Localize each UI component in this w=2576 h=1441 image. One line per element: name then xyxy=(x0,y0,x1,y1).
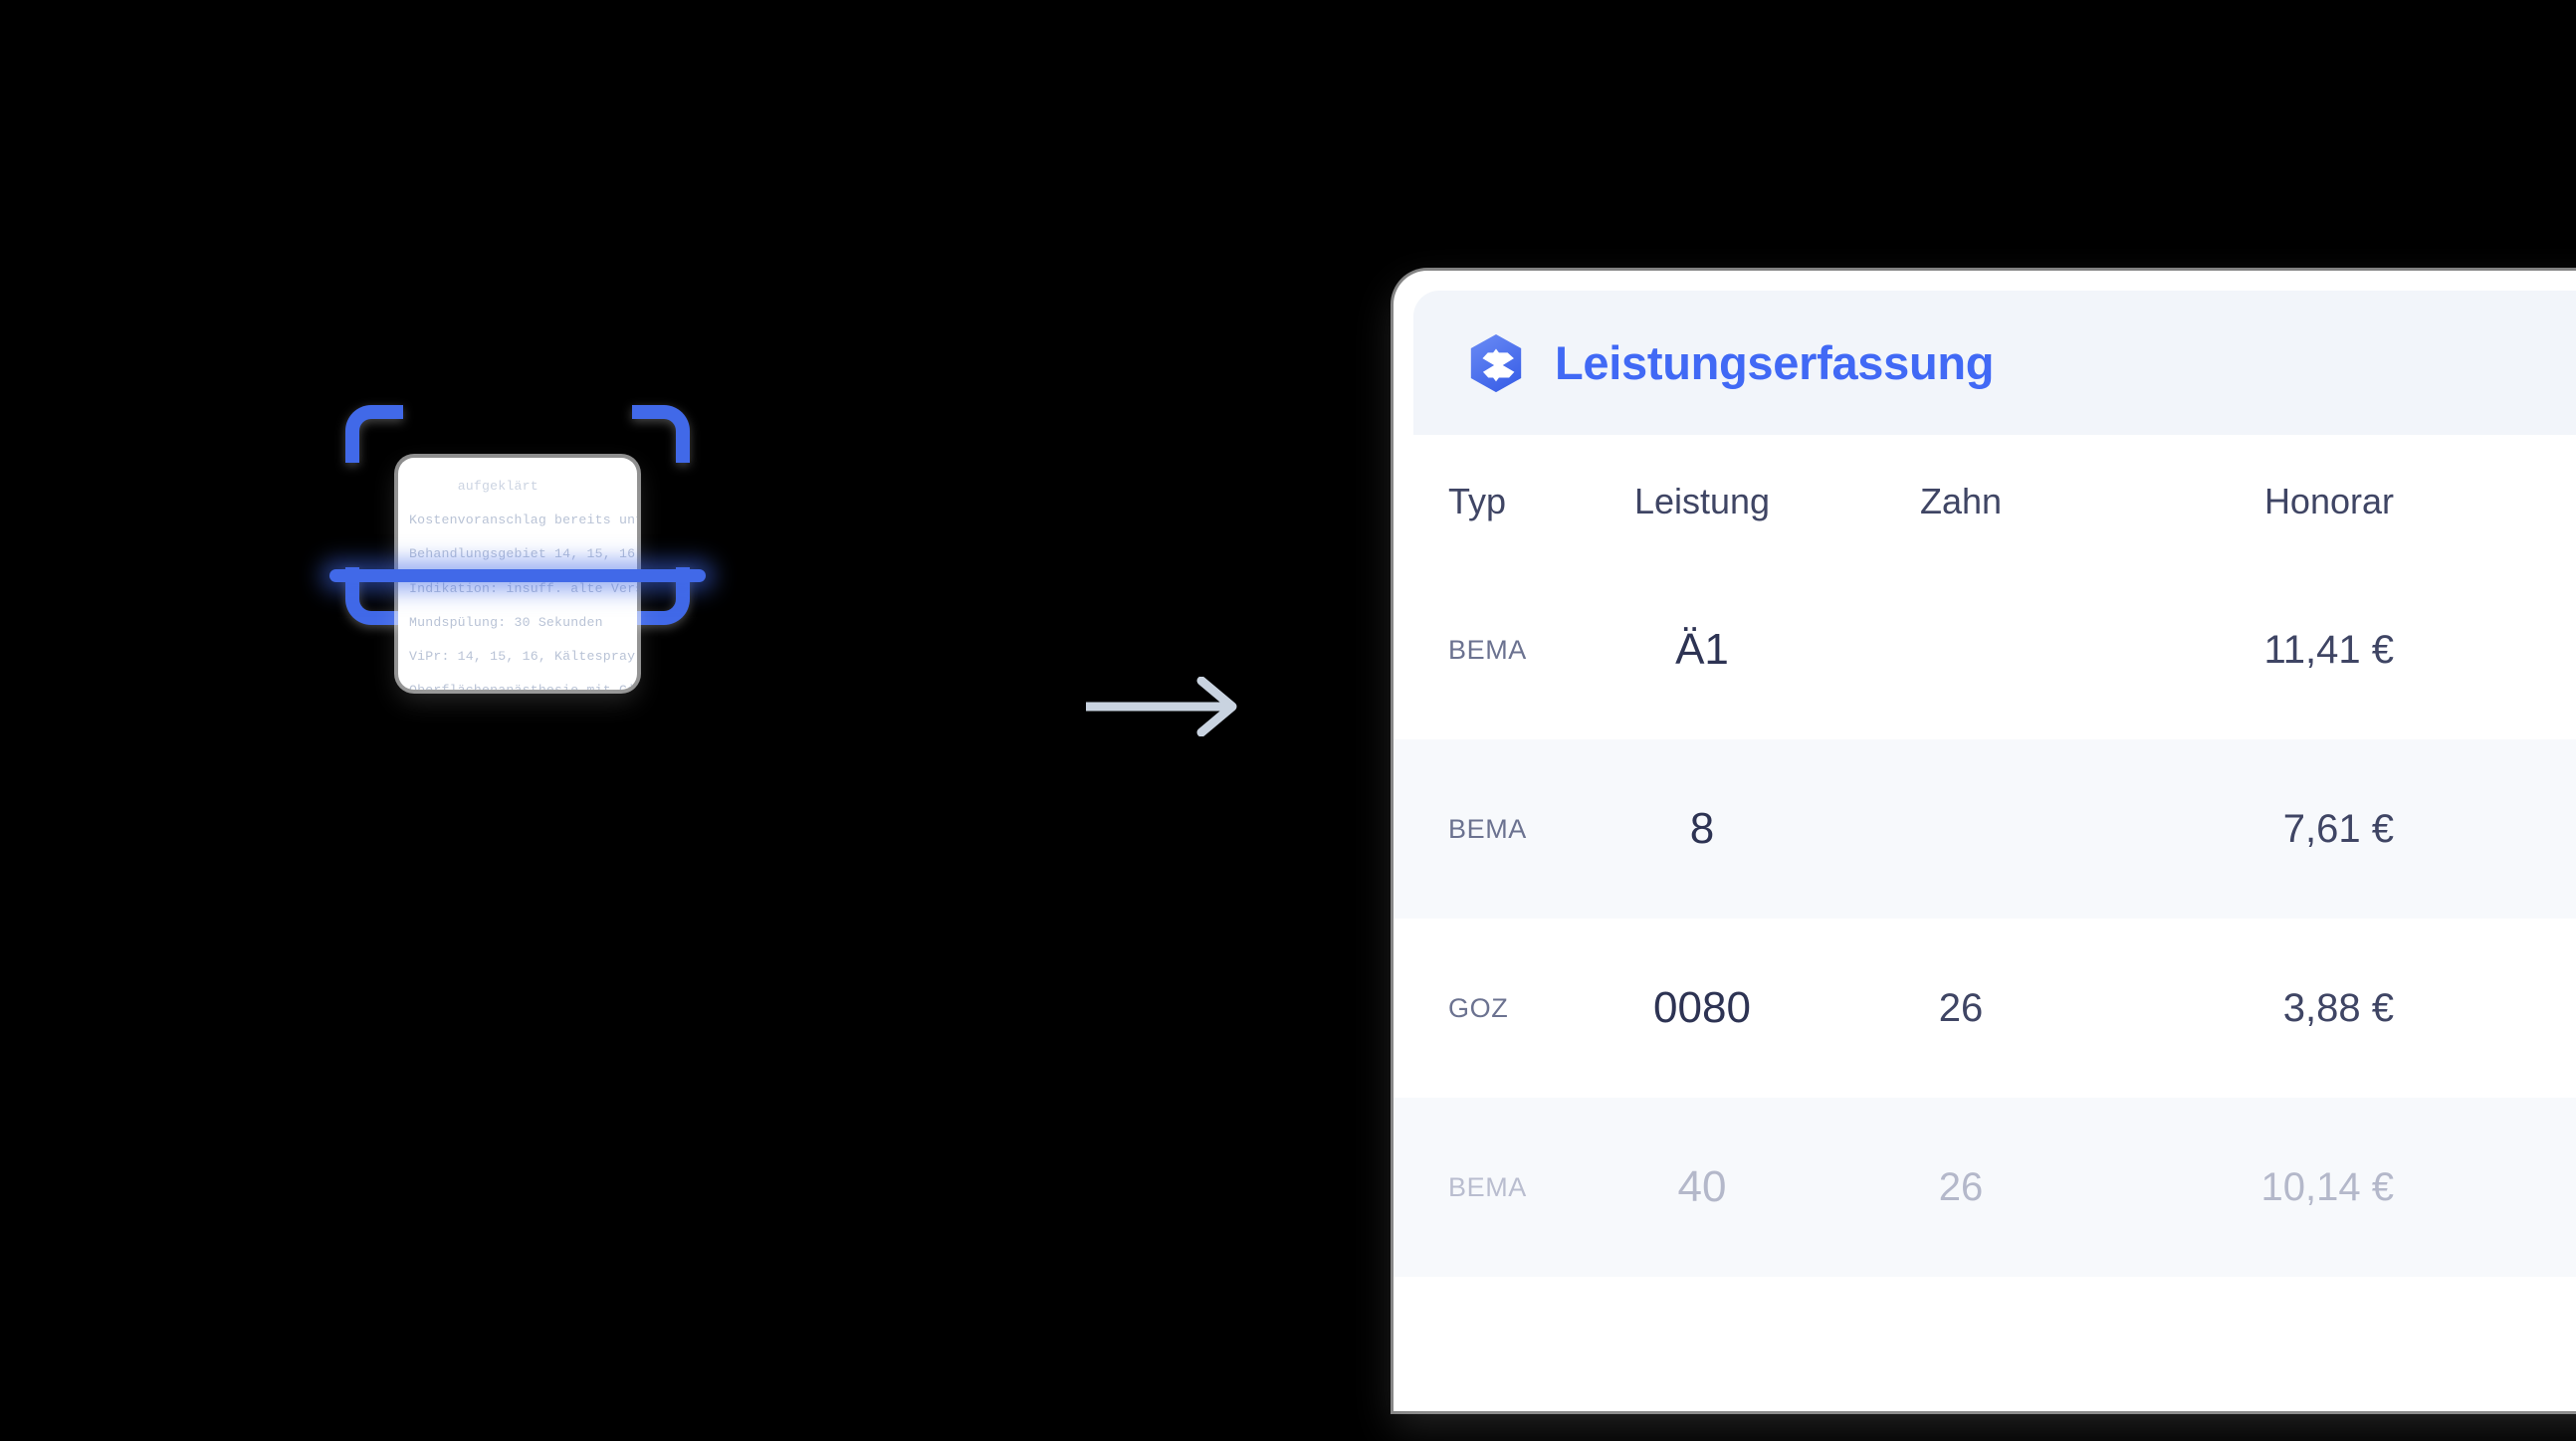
cell-zahn xyxy=(1846,739,2075,919)
column-header-zahn: Zahn xyxy=(1919,481,2003,521)
column-header-spacer xyxy=(2394,435,2576,560)
cell-zahn xyxy=(1846,560,2075,739)
cell-typ: BEMA xyxy=(1448,813,1527,844)
column-header-honorar: Honorar xyxy=(2263,481,2394,521)
table-header-row: Typ Leistung Zahn Honorar xyxy=(1394,435,2576,560)
page-title: Leistungserfassung xyxy=(1555,336,1995,389)
cell-spacer xyxy=(2394,560,2576,739)
cell-honorar: 3,88 € xyxy=(2282,985,2394,1030)
table-header: Typ Leistung Zahn Honorar xyxy=(1394,435,2576,560)
table-row[interactable]: BEMA Ä1 11,41 € xyxy=(1394,560,2576,739)
doc-line: Behandlungsgebiet 14, 15, 16, xyxy=(409,546,637,562)
cell-spacer xyxy=(2394,739,2576,919)
scan-line xyxy=(329,569,706,582)
cell-honorar: 11,41 € xyxy=(2263,627,2395,672)
card-header: Leistungserfassung xyxy=(1413,291,2576,435)
arrow-right-icon xyxy=(1086,677,1237,736)
table-body: BEMA Ä1 11,41 € BEMA 8 7,61 € GOZ 0080 2… xyxy=(1394,560,2576,1277)
services-table: Typ Leistung Zahn Honorar BEMA Ä1 11,41 … xyxy=(1394,435,2576,1277)
column-header-typ: Typ xyxy=(1448,481,1507,521)
scan-corner-top-left xyxy=(345,405,403,463)
cell-honorar: 10,14 € xyxy=(2260,1164,2394,1209)
cell-leistung: Ä1 xyxy=(1675,625,1729,674)
cell-spacer xyxy=(2394,919,2576,1098)
cell-honorar: 7,61 € xyxy=(2282,806,2394,851)
table-row[interactable]: BEMA 40 26 10,14 € xyxy=(1394,1098,2576,1277)
leistungserfassung-card: Leistungserfassung Typ Leistung Zahn Hon… xyxy=(1394,271,2576,1411)
doc-line: Indikation: insuff. alte Verso xyxy=(409,580,637,596)
doc-line: aufgeklärt xyxy=(457,479,538,495)
scan-corner-top-right xyxy=(632,405,690,463)
cell-leistung: 0080 xyxy=(1653,983,1751,1032)
cell-spacer xyxy=(2394,1098,2576,1277)
cell-typ: BEMA xyxy=(1448,634,1527,665)
doc-line: ViPr: 14, 15, 16, Kältespray, xyxy=(409,649,637,665)
doc-line: Oberflächenanästhesie mit Ging xyxy=(409,683,637,690)
doc-line: Mundspülung: 30 Sekunden xyxy=(409,614,603,630)
table-row[interactable]: GOZ 0080 26 3,88 € xyxy=(1394,919,2576,1098)
table-row[interactable]: BEMA 8 7,61 € xyxy=(1394,739,2576,919)
cell-typ: GOZ xyxy=(1448,992,1509,1023)
cell-zahn: 26 xyxy=(1938,1164,1984,1209)
cell-leistung: 8 xyxy=(1689,804,1715,853)
cell-leistung: 40 xyxy=(1677,1162,1727,1211)
doc-line: Kostenvoranschlag bereits unt xyxy=(409,513,637,528)
document-scanner: aufgeklärt Kostenvoranschlag bereits unt… xyxy=(329,403,706,690)
cell-typ: BEMA xyxy=(1448,1171,1527,1202)
cell-zahn: 26 xyxy=(1938,985,1984,1030)
document-text-block: aufgeklärt Kostenvoranschlag bereits unt… xyxy=(409,461,637,690)
hexagon-s-logo-icon xyxy=(1470,333,1522,392)
column-header-leistung: Leistung xyxy=(1633,481,1771,521)
